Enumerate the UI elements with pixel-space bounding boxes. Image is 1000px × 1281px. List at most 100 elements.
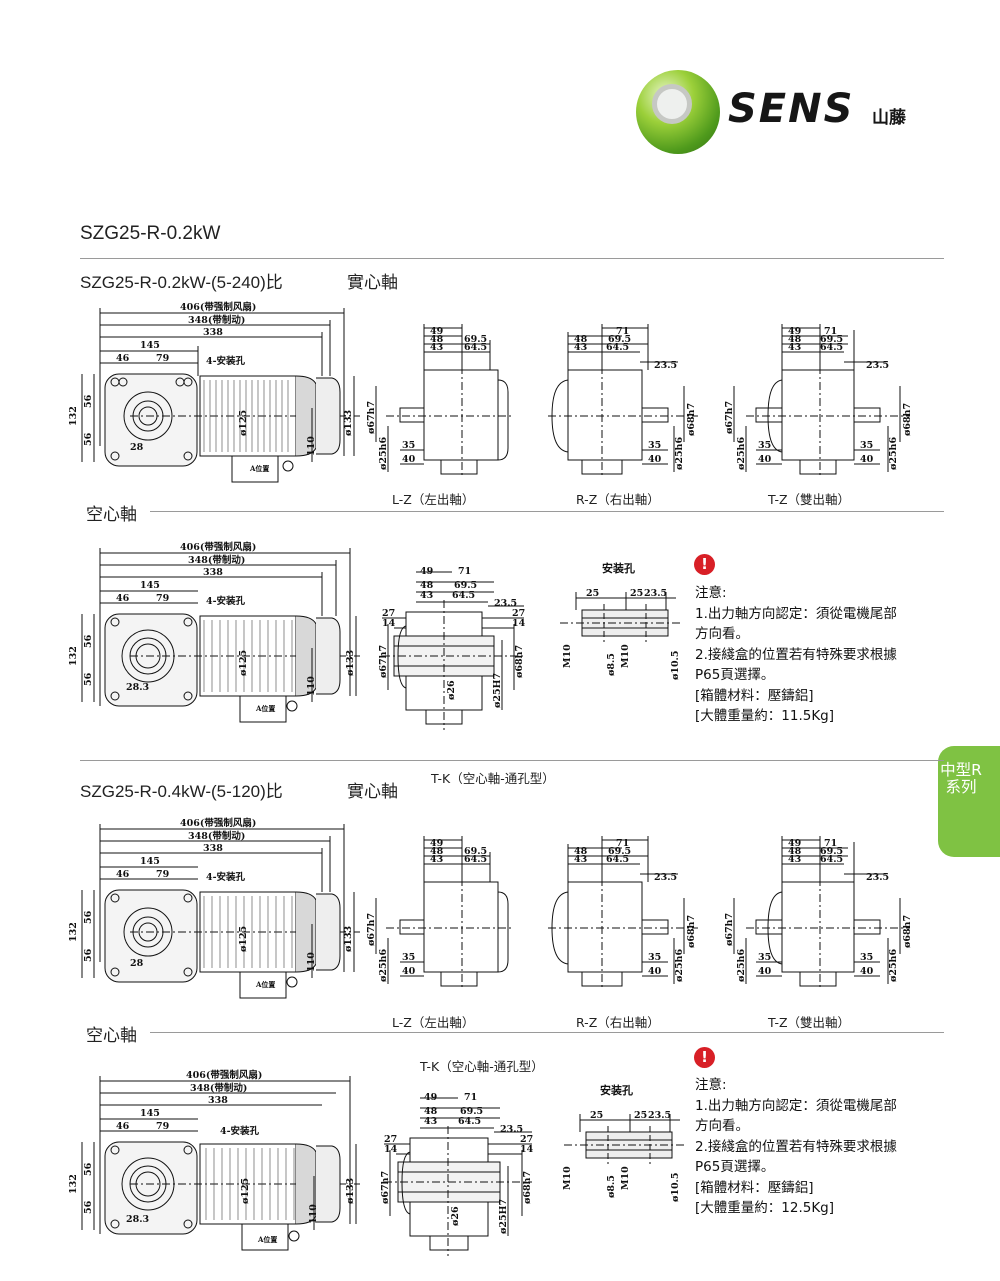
dim-label: ø68h7: [902, 915, 913, 948]
dim-label: 40: [648, 966, 662, 977]
dim-label: 4-安装孔: [206, 355, 246, 367]
caption-lz: L-Z（左出軸）: [392, 1015, 475, 1030]
dim-label: 35: [860, 440, 873, 451]
dim-label: ø68h7: [514, 645, 525, 678]
dim-label: 14: [520, 1144, 534, 1155]
notes-line: 2.接綫盒的位置若有特殊要求根據: [695, 1138, 897, 1155]
dim-label: A位置: [255, 704, 275, 713]
dim-label: 14: [512, 618, 526, 629]
notes-line: 方向看。: [695, 626, 749, 642]
dim-label: 132: [68, 646, 79, 666]
dim-label: 35: [860, 952, 873, 963]
dim-label: 23.5: [500, 1124, 523, 1135]
dim-label: A位置: [249, 464, 269, 473]
dim-label: 348(带制动): [188, 314, 245, 326]
dim-label: 40: [860, 966, 874, 977]
dim-label: ø68h7: [522, 1171, 533, 1204]
dim-label: 23.5: [866, 360, 889, 371]
dim-label: 338: [203, 843, 223, 854]
shaft-view-lz: 49 48 43 69.5 64.5 35 40 ø67h7 ø25h6: [366, 836, 514, 990]
dim-label: 43: [788, 342, 801, 353]
dim-label: 46: [116, 593, 130, 604]
dim-label: ø68h7: [686, 403, 697, 436]
dim-label: 132: [68, 1174, 79, 1194]
dim-label: 79: [156, 593, 170, 604]
dim-label: 49: [788, 326, 802, 337]
section-shaft-type: 實心軸: [347, 782, 398, 801]
dim-label: M10: [562, 1166, 573, 1190]
caption-tk: T-K（空心軸-通孔型）: [420, 1059, 544, 1074]
mount-hole-title: 安装孔: [602, 561, 635, 575]
dim-label: ø25h6: [378, 949, 389, 982]
dim-label: 48: [430, 334, 444, 345]
dim-label: 25: [634, 1110, 647, 1121]
notes-line: [大體重量約：11.5Kg]: [695, 708, 835, 724]
caption-lz: L-Z（左出軸）: [392, 492, 475, 507]
dim-label: ø133: [345, 1178, 356, 1204]
dim-label: 64.5: [464, 854, 487, 865]
dim-label: 69.5: [454, 580, 477, 591]
dim-label: ø25h6: [736, 437, 747, 470]
dim-label: 49: [420, 566, 434, 577]
notes-block: 注意: 1.出力軸方向認定：須從電機尾部 方向看。 2.接綫盒的位置若有特殊要求…: [695, 583, 897, 727]
dim-label: 25: [590, 1110, 603, 1121]
dim-label: 43: [574, 854, 587, 865]
dim-label: 35: [402, 952, 415, 963]
dim-label: A位置: [257, 1235, 277, 1244]
dim-label: 35: [758, 440, 771, 451]
dim-label: 43: [420, 590, 433, 601]
dim-label: 40: [648, 454, 662, 465]
hollow-shaft-label: 空心軸: [86, 505, 137, 524]
shaft-view-rz: 71 48 43 69.5 64.5 23.5 35 40 ø68h7 ø25h…: [548, 324, 698, 478]
shaft-view-tz: 49 71 48 43 69.5 64.5 23.5 35 40 35 40 ø…: [724, 836, 913, 990]
mount-hole-detail: 安装孔 25 25 23.5 M10 ø8.5 M10 ø10.5: [562, 1083, 684, 1202]
dim-label: ø8.5: [606, 653, 617, 676]
shaft-view-lz: 49 48 43 69.5 64.5 35 40 ø67h7 ø25h6: [366, 324, 514, 478]
dim-label: ø68h7: [902, 403, 913, 436]
caption-tz: T-Z（雙出軸）: [768, 1015, 851, 1030]
dim-label: 25: [586, 588, 599, 599]
dim-label: ø67h7: [378, 645, 389, 678]
divider: [80, 258, 944, 259]
notes-line: P65頁選擇。: [695, 1159, 775, 1175]
dim-label: 49: [430, 838, 444, 849]
notes-line: [箱體材料：壓鑄鋁]: [695, 1179, 814, 1196]
dim-label: 110: [306, 676, 317, 696]
dim-label: 28.3: [126, 1214, 149, 1225]
dim-label: 46: [116, 869, 130, 880]
dim-label: 46: [116, 1121, 130, 1132]
dim-label: 23.5: [654, 872, 677, 883]
logo-emblem-icon: [636, 70, 720, 154]
motor-drawing: 406(带强制风扇) 348(带制动) 338 145 46 79 4-安装孔 …: [68, 301, 360, 483]
dim-label: 43: [430, 854, 443, 865]
dim-label: ø67h7: [724, 913, 735, 946]
dim-label: 132: [68, 922, 79, 942]
dim-label: 110: [306, 436, 317, 456]
dim-label: 64.5: [458, 1116, 481, 1127]
dim-label: 23.5: [644, 588, 667, 599]
dim-label: 48: [430, 846, 444, 857]
dim-label: ø26: [446, 680, 457, 700]
dim-label: 406(带强制风扇): [180, 301, 256, 313]
dim-label: 14: [382, 618, 396, 629]
notes-heading: 注意:: [695, 1077, 727, 1093]
dim-label: 406(带强制风扇): [180, 817, 256, 829]
dim-label: 338: [203, 567, 223, 578]
dim-label: 35: [648, 952, 661, 963]
dim-label: 40: [758, 454, 772, 465]
dim-label: 71: [824, 838, 837, 849]
dim-label: 56: [83, 1162, 94, 1176]
motor-drawing: 406(带强制风扇) 348(带制动) 338 145 46 79 4-安装孔 …: [68, 817, 360, 999]
dim-label: 48: [420, 580, 434, 591]
dim-label: 79: [156, 1121, 170, 1132]
dim-label: 338: [208, 1095, 228, 1106]
dim-label: 56: [83, 948, 94, 962]
dim-label: ø25H7: [492, 673, 503, 708]
dim-label: 338: [203, 327, 223, 338]
dim-label: 64.5: [820, 854, 843, 865]
notes-line: 1.出力軸方向認定：須從電機尾部: [695, 605, 897, 622]
dim-label: 69.5: [464, 846, 487, 857]
dim-label: M10: [620, 644, 631, 668]
dim-label: ø67h7: [366, 913, 377, 946]
caption-tk: T-K（空心軸-通孔型）: [431, 771, 555, 786]
